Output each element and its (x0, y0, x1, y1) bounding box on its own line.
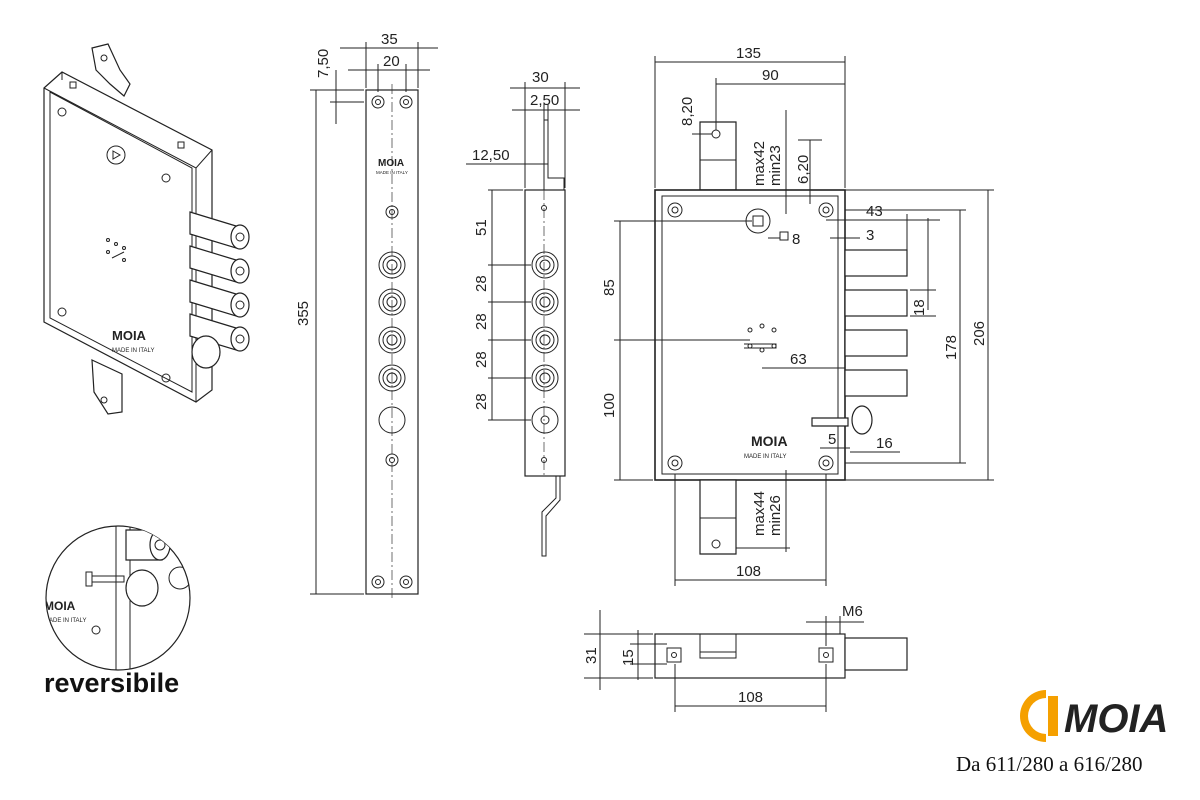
dim-front-min26: min26 (767, 495, 784, 536)
dim-side-51: 51 (473, 219, 490, 236)
detail-brand-label: MOIA (44, 599, 76, 613)
dim-top-108: 108 (738, 689, 763, 706)
dim-front-max44: max44 (751, 491, 768, 536)
faceplate-brand-label: MOIA (378, 158, 404, 169)
dim-side-28-c: 28 (473, 351, 490, 368)
dim-front-178: 178 (943, 335, 960, 360)
dim-top-31: 31 (583, 647, 600, 664)
dim-front-63: 63 (790, 351, 807, 368)
front-made-in-label: MADE IN ITALY (744, 454, 786, 460)
dim-front-620: 6,20 (795, 155, 812, 184)
faceplate-front-view: MOIA MADE IN ITALY 35 20 7,50 355 (295, 31, 438, 600)
dim-front-max42: max42 (751, 141, 768, 186)
dim-front-135: 135 (736, 45, 761, 62)
lock-body-front-view: MOIA MADE IN ITALY 135 90 8,20 (601, 45, 994, 586)
dim-front-3: 3 (866, 227, 874, 244)
brand-logo: MOIA (1020, 690, 1168, 742)
dim-top-15: 15 (620, 649, 637, 666)
dim-front-206: 206 (971, 321, 988, 346)
dim-strip-35: 35 (381, 31, 398, 48)
dim-side-28-b: 28 (473, 313, 490, 330)
faceplate-made-in-label: MADE IN ITALY (376, 170, 408, 175)
dim-front-43: 43 (866, 203, 883, 220)
dim-side-28-d: 28 (473, 393, 490, 410)
dim-front-min23: min23 (767, 145, 784, 186)
dim-strip-355: 355 (295, 301, 312, 326)
reversible-detail: MOIA MADE IN ITALY (44, 525, 191, 671)
svg-text:MOIA: MOIA (1064, 697, 1168, 741)
dim-side-250: 2,50 (530, 92, 559, 109)
dim-front-sq8: 8 (792, 231, 800, 248)
dim-front-18: 18 (911, 299, 928, 316)
front-view-bolts (811, 249, 908, 435)
dim-top-m6: M6 (842, 603, 863, 620)
detail-made-in-label: MADE IN ITALY (44, 618, 86, 624)
dim-side-1250: 12,50 (472, 147, 510, 164)
iso-brand-label: MOIA (112, 328, 147, 343)
lock-body-top-view: M6 31 15 108 (583, 603, 908, 712)
dim-front-100: 100 (601, 393, 618, 418)
dim-front-85: 85 (601, 279, 618, 296)
faceplate-bolt-holes (378, 251, 406, 434)
reversible-caption: reversibile (44, 668, 180, 698)
dim-front-5: 5 (828, 431, 836, 448)
faceplate-side-view: 30 2,50 12,50 51 28 28 28 28 (466, 69, 580, 557)
isometric-lock-view: MOIA MADE IN ITALY (43, 43, 250, 415)
dim-front-820: 8,20 (679, 97, 696, 126)
dim-strip-750: 7,50 (315, 49, 332, 78)
bolts (189, 211, 250, 369)
dim-side-30: 30 (532, 69, 549, 86)
dim-front-90: 90 (762, 67, 779, 84)
front-brand-label: MOIA (751, 433, 788, 449)
dim-front-16: 16 (876, 435, 893, 452)
iso-made-in-label: MADE IN ITALY (112, 348, 154, 354)
dim-strip-20: 20 (383, 53, 400, 70)
dim-side-28-a: 28 (473, 275, 490, 292)
model-range-caption: Da 611/280 a 616/280 (956, 752, 1143, 776)
dim-front-108: 108 (736, 563, 761, 580)
